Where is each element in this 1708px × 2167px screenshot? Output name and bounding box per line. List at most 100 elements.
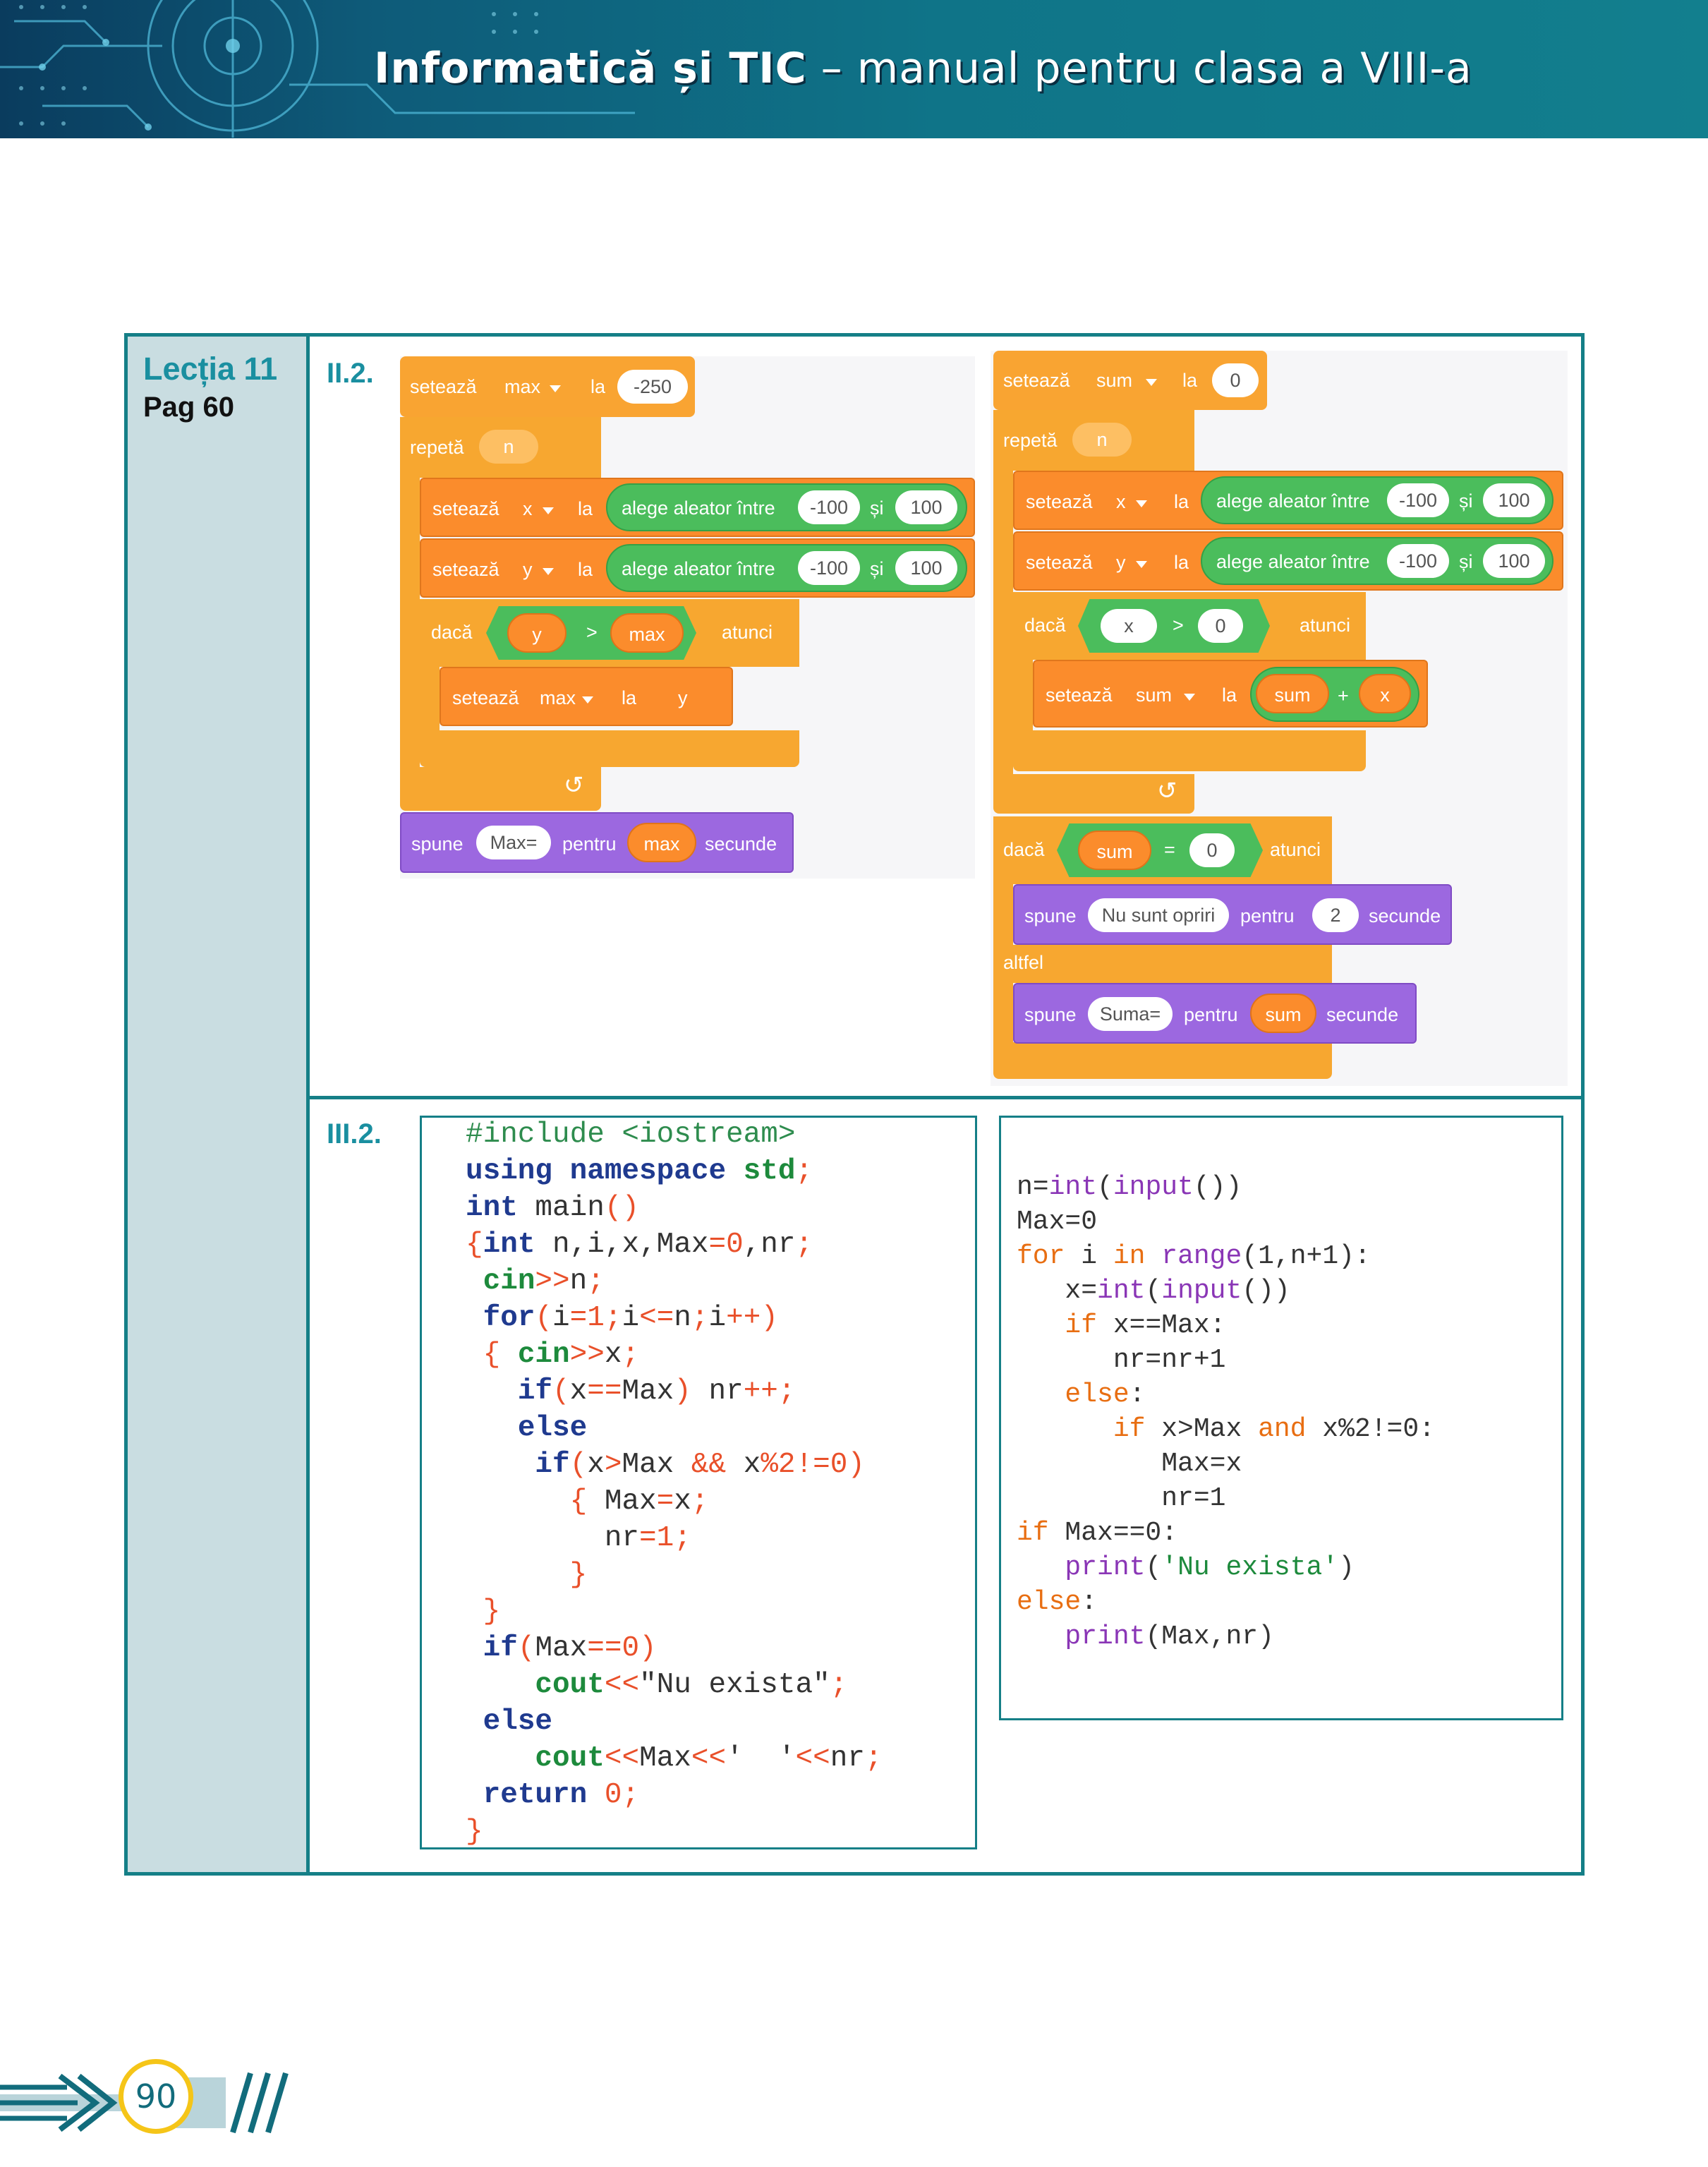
repeat-arm — [400, 478, 420, 801]
code-line: else: — [1065, 1380, 1146, 1410]
scratch-block-if: dacă y > max atunci — [420, 599, 799, 667]
operator-cmp: > — [1173, 615, 1184, 636]
block-value: -250 — [617, 370, 688, 404]
operator-right: 0 — [1189, 833, 1235, 867]
code-line: n=int(input()) — [1017, 1172, 1242, 1202]
if-arm — [420, 667, 440, 730]
solutions-table: Lecția 11 Pag 60 II.2. III.2. setează ma… — [124, 333, 1585, 1876]
random-operator: alege aleator între -100 și 100 — [1201, 476, 1553, 524]
block-for: pentru — [562, 833, 617, 855]
code-line: using namespace std; — [466, 1155, 813, 1188]
if-arm — [1013, 660, 1033, 730]
operator-right: 0 — [1198, 609, 1243, 643]
operator-left: sum — [1078, 831, 1151, 870]
operator-and: și — [1459, 490, 1473, 512]
code-line: Max=x — [1017, 1449, 1242, 1479]
block-then: atunci — [1270, 839, 1321, 860]
block-to: la — [1174, 491, 1189, 512]
operator-label: alege aleator între — [622, 497, 775, 519]
code-line: } — [466, 1816, 483, 1848]
scratch-block-set-y: setează y la alege aleator între -100 și… — [1013, 531, 1563, 591]
block-then: atunci — [1300, 615, 1351, 636]
operator-left: sum — [1256, 674, 1329, 713]
code-line: nr=nr+1 — [1017, 1345, 1226, 1375]
block-value: y — [678, 687, 688, 708]
scratch-block-set-sum-add: setează sum la sum + x — [1033, 660, 1428, 728]
lesson-title: Lecția 11 — [143, 351, 278, 387]
block-unit: secunde — [1326, 1004, 1399, 1025]
random-operator: alege aleator între -100 și 100 — [606, 483, 967, 531]
page-header-title: Informatică și TIC – manual pentru clasa… — [374, 44, 1472, 93]
block-unit: secunde — [1369, 905, 1441, 926]
lesson-column: Lecția 11 Pag 60 — [128, 337, 310, 1872]
code-line: return 0; — [483, 1779, 640, 1811]
block-value: n — [1072, 423, 1132, 457]
block-var: max — [540, 687, 576, 708]
operator-left: x — [1101, 609, 1157, 643]
code-line: for(i=1;i<=n;i++) — [483, 1302, 778, 1334]
page-number: 90 — [119, 2059, 193, 2134]
code-line: int main() — [466, 1192, 640, 1224]
code-line: x=int(input()) — [1017, 1276, 1290, 1306]
repeat-arm — [993, 471, 1013, 802]
dropdown-caret-icon — [1136, 500, 1147, 507]
code-line: nr=1 — [1017, 1483, 1226, 1514]
loop-arrow-icon: ↺ — [564, 772, 584, 799]
code-line: cout<<Max<<' '<<nr; — [535, 1742, 883, 1775]
block-to: la — [590, 376, 606, 397]
dropdown-caret-icon — [543, 507, 554, 514]
code-line: nr=1; — [466, 1522, 691, 1555]
block-else: altfel — [1003, 952, 1044, 973]
block-verb: setează — [1003, 370, 1070, 391]
operator-right: x — [1359, 674, 1411, 713]
if-footer — [420, 730, 799, 767]
code-line: else — [483, 1706, 553, 1738]
operator-right: max — [610, 613, 684, 653]
code-line: } — [569, 1559, 588, 1591]
operator-left: y — [507, 613, 567, 653]
scratch-block-say-no-stops: spune Nu sunt opriri pentru 2 secunde — [1013, 884, 1452, 945]
scratch-block-set-y: setează y la alege aleator între -100 și… — [420, 538, 975, 598]
dropdown-caret-icon — [1146, 379, 1157, 386]
scratch-block-set-x: setează x la alege aleator între -100 și… — [1013, 471, 1563, 530]
random-operator: alege aleator între -100 și 100 — [606, 544, 967, 592]
block-for: pentru — [1184, 1004, 1238, 1025]
operator-min: -100 — [798, 490, 860, 524]
dropdown-caret-icon — [582, 696, 593, 704]
operator-label: alege aleator între — [622, 558, 775, 579]
block-verb: spune — [1024, 1004, 1077, 1025]
code-line: { Max=x; — [569, 1485, 709, 1518]
python-code-box: n=int(input()) Max=0 for i in range(1,n+… — [999, 1116, 1563, 1720]
say-duration: 2 — [1312, 898, 1359, 932]
operator-and: și — [870, 558, 884, 579]
scratch-script-sum: setează sum la 0 repetă n ↺ setează x la… — [991, 351, 1568, 1086]
operator-and: și — [1459, 551, 1473, 572]
scratch-block-say-sum: spune Suma= pentru sum secunde — [1013, 983, 1417, 1044]
else-band: altfel — [993, 945, 1332, 983]
lesson-page-ref: Pag 60 — [143, 392, 234, 423]
exercise-label-ii2: II.2. — [327, 358, 374, 389]
block-to: la — [1222, 684, 1237, 706]
block-verb: spune — [411, 833, 464, 855]
code-line: print('Nu exista') — [1065, 1552, 1355, 1583]
block-verb: setează — [1046, 684, 1113, 706]
code-line: if(x==Max) nr++; — [517, 1375, 796, 1408]
add-operator: sum + x — [1250, 667, 1419, 722]
block-var: x — [523, 498, 533, 519]
code-line: if(Max==0) — [483, 1632, 657, 1665]
block-verb: spune — [1024, 905, 1077, 926]
operator-max: 100 — [895, 490, 957, 524]
say-text: Nu sunt opriri — [1088, 898, 1229, 932]
header-title-bold: Informatică și TIC — [374, 44, 807, 93]
circuit-decoration-icon — [0, 0, 635, 138]
operator-plus: + — [1338, 685, 1349, 706]
code-line: {int n,i,x,Max=0,nr; — [466, 1229, 813, 1261]
code-line: if(x>Max && x%2!=0) — [535, 1449, 865, 1481]
block-to: la — [1182, 370, 1198, 391]
operator-max: 100 — [895, 551, 957, 585]
block-value: n — [479, 430, 538, 464]
code-line: cin>>n; — [483, 1265, 605, 1298]
dropdown-caret-icon — [1136, 561, 1147, 568]
operator-max: 100 — [1483, 483, 1545, 517]
row-divider — [310, 1096, 1585, 1099]
